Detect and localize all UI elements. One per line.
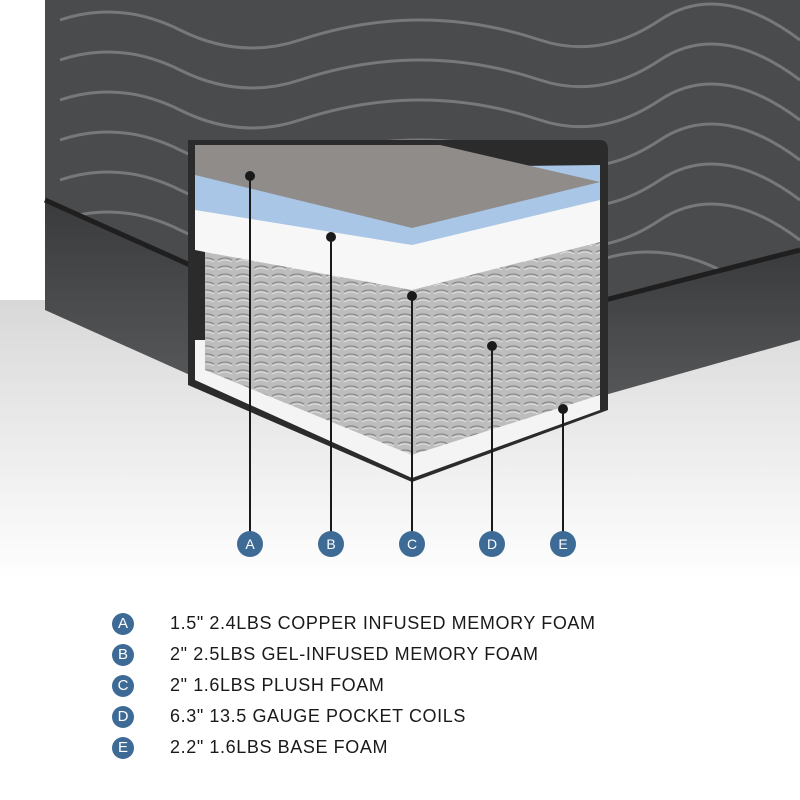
cover-piping-left bbox=[43, 197, 192, 268]
callout-badge-d: D bbox=[479, 531, 505, 557]
legend-item-d: D 6.3" 13.5 GAUGE POCKET COILS bbox=[112, 701, 772, 732]
callout-badge-a: A bbox=[237, 531, 263, 557]
dot-a bbox=[245, 171, 255, 181]
legend-badge-a: A bbox=[112, 612, 134, 635]
dot-d bbox=[487, 341, 497, 351]
legend-badge-e: E bbox=[112, 736, 134, 759]
cover-side-left bbox=[45, 200, 190, 375]
legend-badge-d: D bbox=[112, 705, 134, 728]
legend-text-b: 2" 2.5LBS GEL-INFUSED MEMORY FOAM bbox=[170, 644, 539, 664]
legend-badge-c: C bbox=[112, 674, 134, 697]
callout-letter-b: B bbox=[326, 536, 335, 552]
callout-dots bbox=[245, 171, 568, 414]
callout-badge-c: C bbox=[399, 531, 425, 557]
cover-piping-right bbox=[604, 247, 800, 303]
layer-a-copper-foam bbox=[195, 145, 600, 228]
callout-badge-b: B bbox=[318, 531, 344, 557]
callout-letter-c: C bbox=[407, 536, 417, 552]
legend-item-a: A 1.5" 2.4LBS COPPER INFUSED MEMORY FOAM bbox=[112, 608, 772, 639]
cutaway bbox=[188, 140, 608, 482]
legend-text-e: 2.2" 1.6LBS BASE FOAM bbox=[170, 737, 389, 757]
layer-legend: A 1.5" 2.4LBS COPPER INFUSED MEMORY FOAM… bbox=[112, 608, 772, 763]
mattress-cutaway-illustration: A B C D E bbox=[0, 0, 800, 580]
cover-side-right bbox=[605, 250, 800, 395]
legend-item-e: E 2.2" 1.6LBS BASE FOAM bbox=[112, 732, 772, 763]
legend-text-a: 1.5" 2.4LBS COPPER INFUSED MEMORY FOAM bbox=[170, 613, 596, 633]
legend-text-c: 2" 1.6LBS PLUSH FOAM bbox=[170, 675, 385, 695]
callout-leaders bbox=[249, 176, 564, 533]
legend-item-b: B 2" 2.5LBS GEL-INFUSED MEMORY FOAM bbox=[112, 639, 772, 670]
callout-letter-d: D bbox=[487, 536, 497, 552]
layer-d-pocket-coils bbox=[205, 240, 600, 455]
legend-text-d: 6.3" 13.5 GAUGE POCKET COILS bbox=[170, 706, 466, 726]
dot-e bbox=[558, 404, 568, 414]
legend-badge-b: B bbox=[112, 643, 134, 666]
dot-b bbox=[326, 232, 336, 242]
callout-letter-a: A bbox=[245, 536, 255, 552]
callout-letter-e: E bbox=[558, 536, 567, 552]
callout-badge-e: E bbox=[550, 531, 576, 557]
dot-c bbox=[407, 291, 417, 301]
legend-item-c: C 2" 1.6LBS PLUSH FOAM bbox=[112, 670, 772, 701]
